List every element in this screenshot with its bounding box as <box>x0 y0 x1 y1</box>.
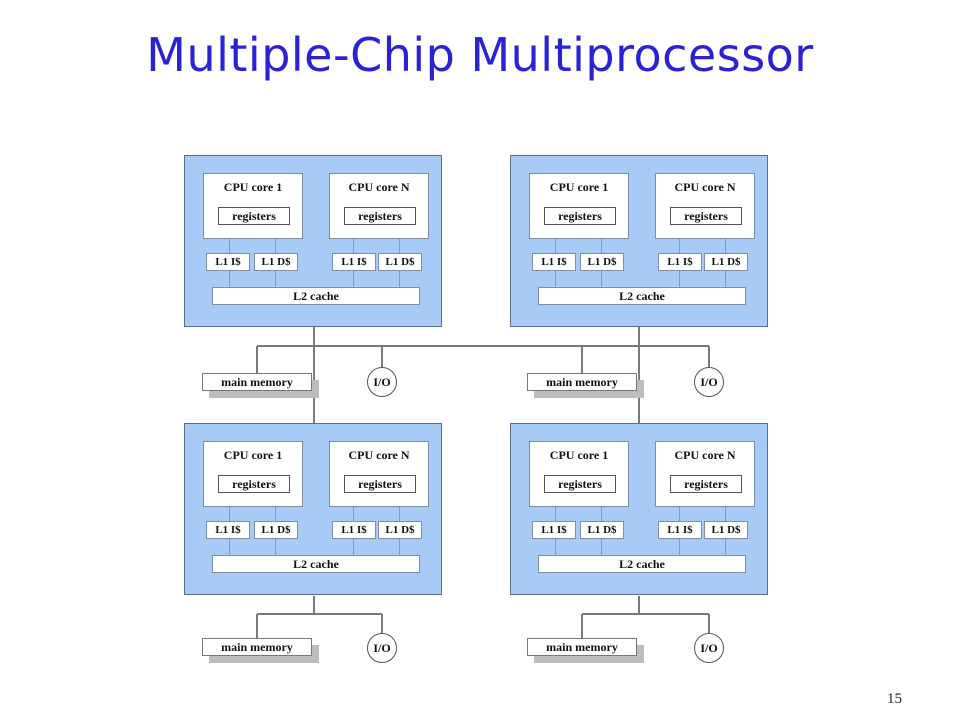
registers-box: registers <box>670 207 742 225</box>
l1-icache: L1 I$ <box>206 521 250 539</box>
cpu-core-1: CPU core 1 registers <box>529 173 629 239</box>
io-node: I/O <box>367 633 397 663</box>
l1-dcache: L1 D$ <box>704 253 748 271</box>
cpu-core-n: CPU core N registers <box>655 441 755 507</box>
l1-dcache: L1 D$ <box>254 521 298 539</box>
cpu-core-n: CPU core N registers <box>655 173 755 239</box>
io-node: I/O <box>694 367 724 397</box>
registers-box: registers <box>218 207 290 225</box>
l1-icache: L1 I$ <box>332 521 376 539</box>
l2-cache: L2 cache <box>212 287 420 305</box>
cpu-core-n: CPU core N registers <box>329 173 429 239</box>
registers-box: registers <box>344 475 416 493</box>
registers-box: registers <box>544 207 616 225</box>
l2-cache: L2 cache <box>212 555 420 573</box>
l1-icache: L1 I$ <box>206 253 250 271</box>
chip-top-right: CPU core 1 registers CPU core N register… <box>510 155 768 327</box>
cpu-core-1: CPU core 1 registers <box>529 441 629 507</box>
l1-dcache: L1 D$ <box>580 521 624 539</box>
l2-cache: L2 cache <box>538 287 746 305</box>
chip-bottom-right: CPU core 1 registers CPU core N register… <box>510 423 768 595</box>
l1-dcache: L1 D$ <box>580 253 624 271</box>
registers-box: registers <box>218 475 290 493</box>
cpu-core-1: CPU core 1 registers <box>203 173 303 239</box>
main-memory-box: main memory <box>202 373 312 391</box>
io-node: I/O <box>694 633 724 663</box>
registers-box: registers <box>544 475 616 493</box>
registers-box: registers <box>670 475 742 493</box>
cpu-core-label: CPU core N <box>674 180 736 194</box>
cpu-core-1: CPU core 1 registers <box>203 441 303 507</box>
cpu-core-label: CPU core 1 <box>223 448 283 462</box>
page-number: 15 <box>887 691 902 707</box>
l1-dcache: L1 D$ <box>254 253 298 271</box>
l1-dcache: L1 D$ <box>704 521 748 539</box>
cpu-core-label: CPU core 1 <box>549 180 609 194</box>
l1-dcache: L1 D$ <box>378 521 422 539</box>
cpu-core-label: CPU core N <box>348 180 410 194</box>
l1-icache: L1 I$ <box>532 253 576 271</box>
main-memory-box: main memory <box>202 638 312 656</box>
registers-box: registers <box>344 207 416 225</box>
cpu-core-label: CPU core 1 <box>549 448 609 462</box>
chip-bottom-left: CPU core 1 registers CPU core N register… <box>184 423 442 595</box>
l1-icache: L1 I$ <box>532 521 576 539</box>
main-memory-box: main memory <box>527 638 637 656</box>
l2-cache: L2 cache <box>538 555 746 573</box>
cpu-core-label: CPU core N <box>674 448 736 462</box>
chip-top-left: CPU core 1 registers CPU core N register… <box>184 155 442 327</box>
l1-icache: L1 I$ <box>658 521 702 539</box>
cpu-core-label: CPU core 1 <box>223 180 283 194</box>
l1-dcache: L1 D$ <box>378 253 422 271</box>
main-memory-box: main memory <box>527 373 637 391</box>
slide-title: Multiple-Chip Multiprocessor <box>146 28 814 82</box>
l1-icache: L1 I$ <box>332 253 376 271</box>
io-node: I/O <box>367 367 397 397</box>
l1-icache: L1 I$ <box>658 253 702 271</box>
cpu-core-label: CPU core N <box>348 448 410 462</box>
cpu-core-n: CPU core N registers <box>329 441 429 507</box>
